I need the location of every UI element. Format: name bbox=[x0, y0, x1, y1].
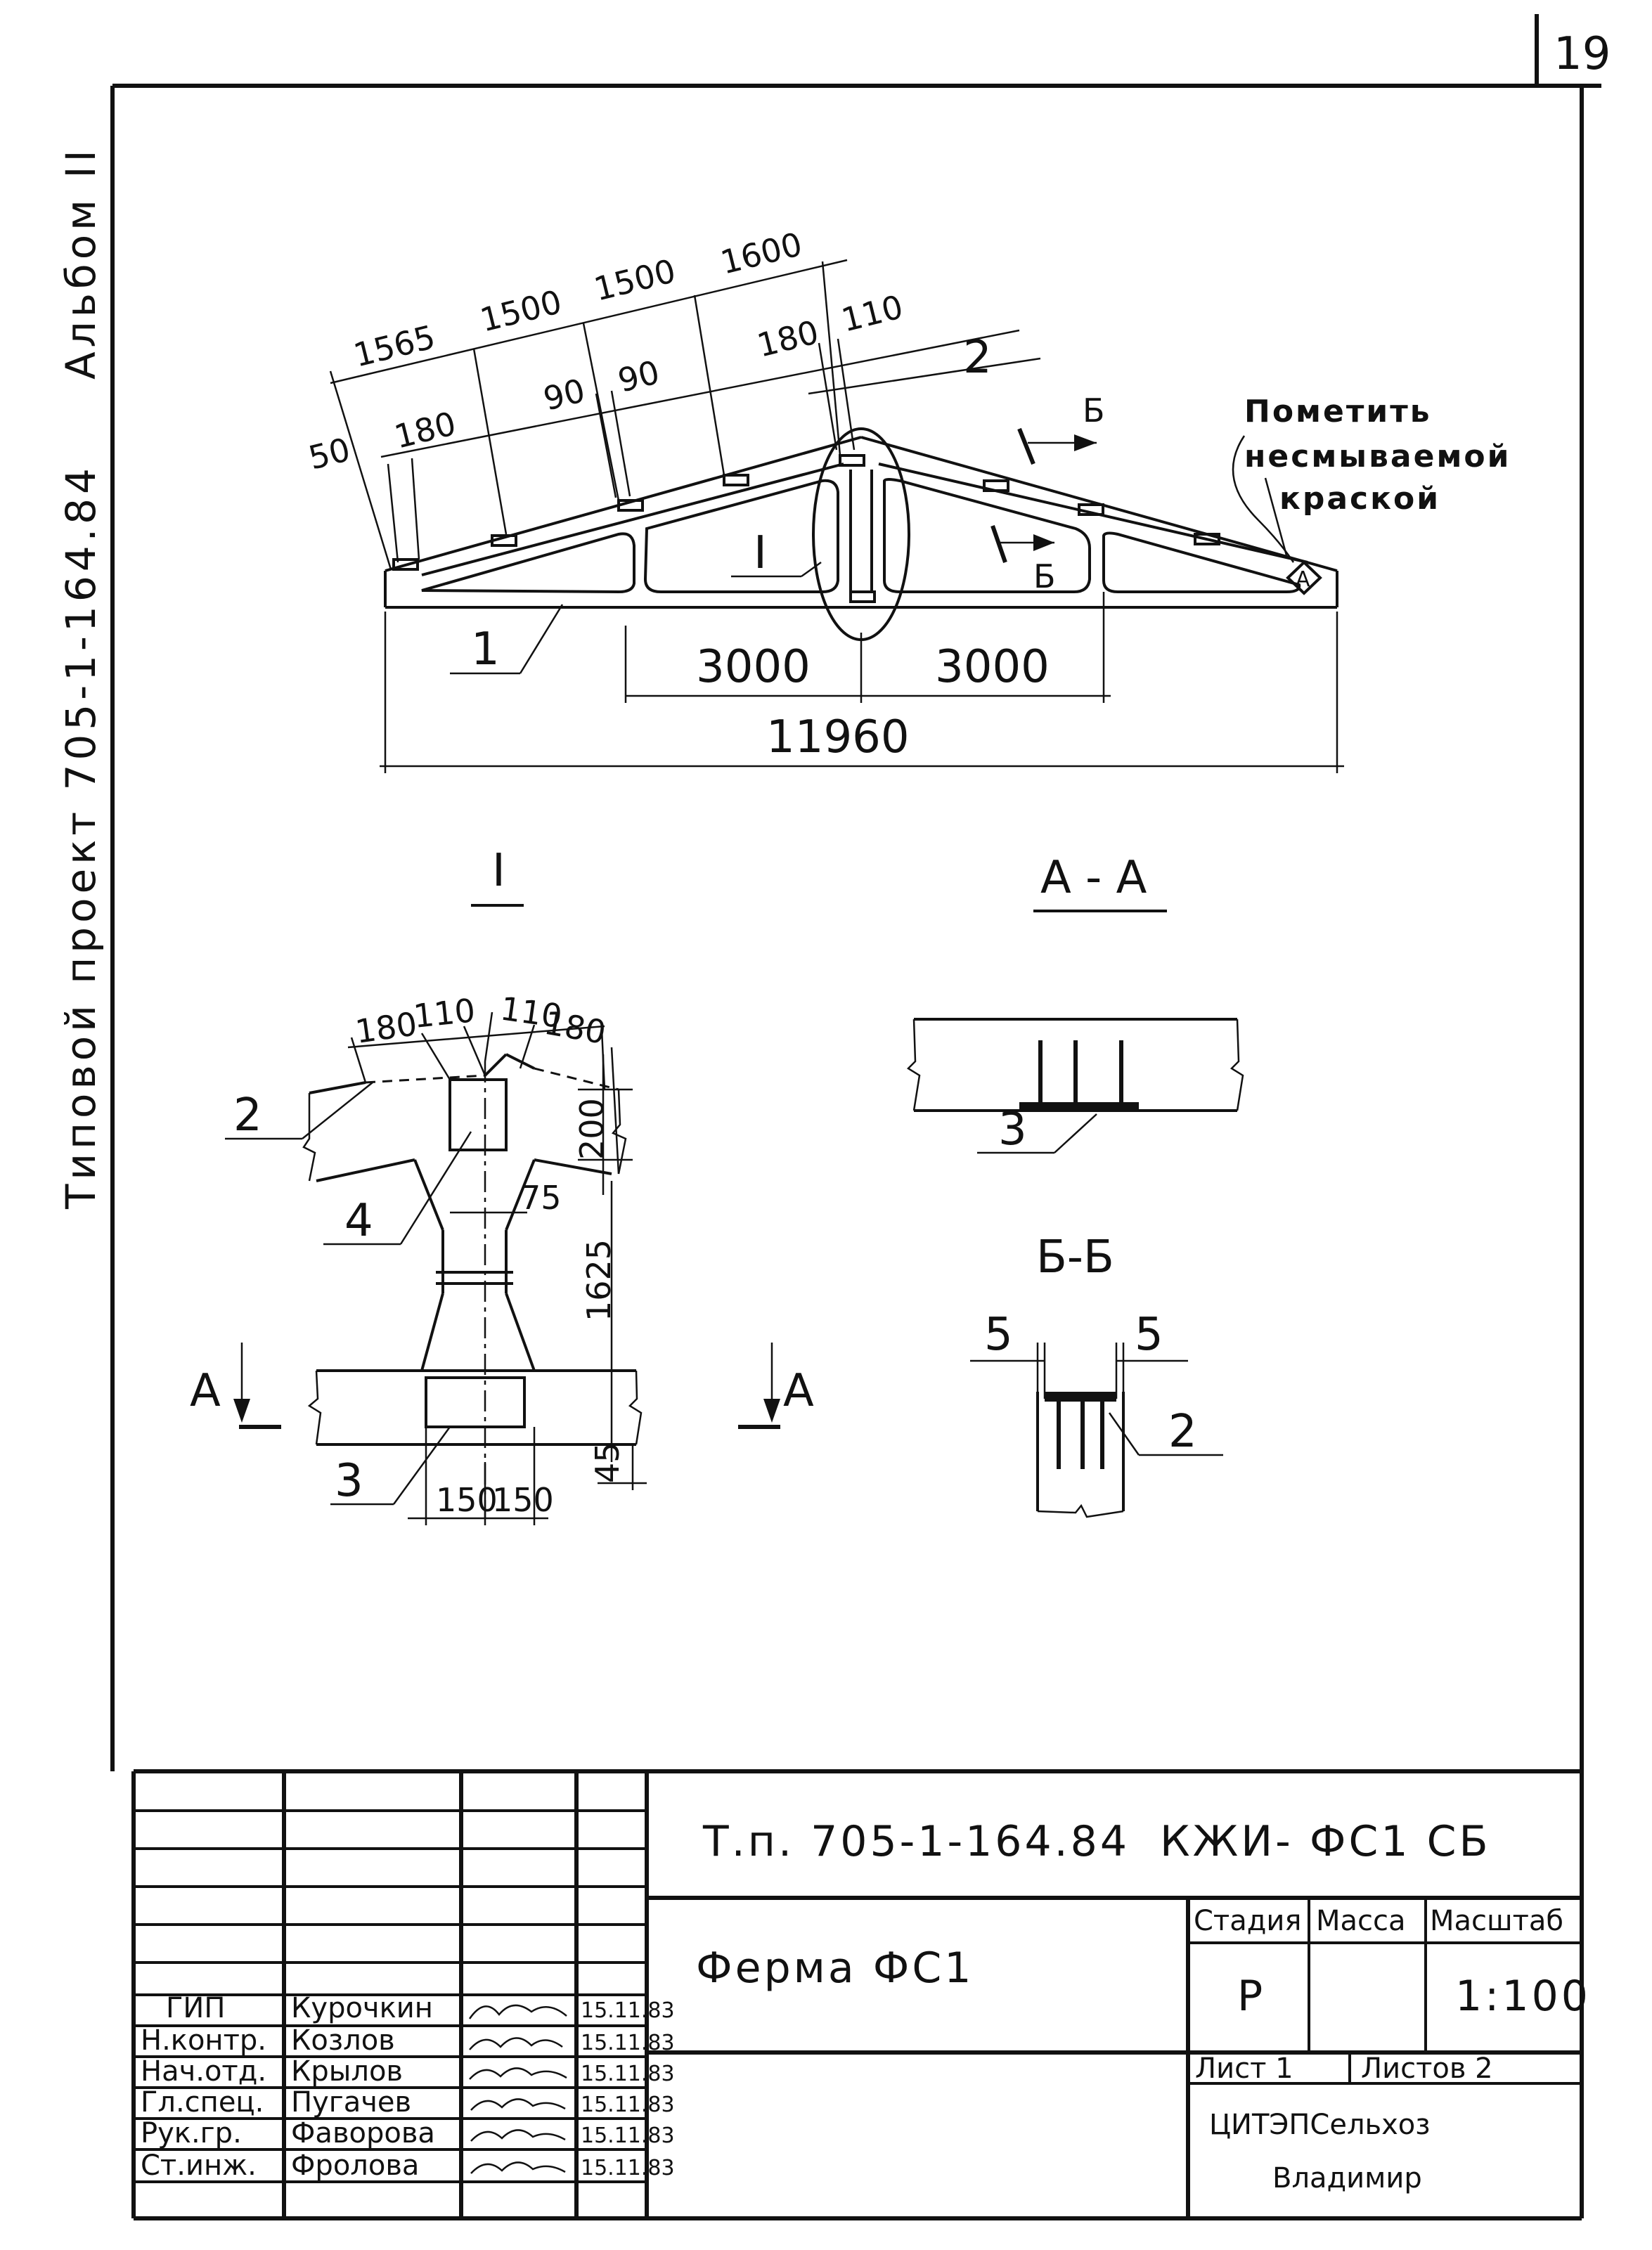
dim-3000-b: 3000 bbox=[935, 641, 1050, 693]
detail-I-dimensions bbox=[347, 1011, 647, 1525]
section-bb-title: Б-Б bbox=[1036, 1231, 1114, 1284]
staff-role: Гл.спец. bbox=[141, 2086, 264, 2119]
cut-arrows-A bbox=[233, 1343, 780, 1429]
detail-callout-3: 3 bbox=[335, 1455, 363, 1507]
paint-note-line3: краской bbox=[1279, 481, 1440, 517]
col-header-mass: Масса bbox=[1316, 1905, 1406, 1937]
truss-top-dimensions bbox=[329, 259, 1020, 570]
detail-dim-75: 75 bbox=[520, 1179, 562, 1217]
doc-mark: КЖИ- ФС1 СБ bbox=[1160, 1817, 1491, 1866]
dim-3000-a: 3000 bbox=[696, 641, 811, 693]
section-mark-b-mid bbox=[990, 525, 1054, 563]
sheet-number: 19 bbox=[1554, 28, 1611, 80]
dim-1565: 1565 bbox=[350, 318, 439, 375]
detail-callout-4: 4 bbox=[344, 1195, 373, 1247]
dim-11960: 11960 bbox=[766, 711, 910, 763]
staff-role: Н.контр. bbox=[141, 2024, 266, 2057]
diamond-marker-label: А bbox=[1296, 567, 1310, 592]
detail-dim-150-b: 150 bbox=[492, 1481, 554, 1519]
staff-role: Ст.инж. bbox=[141, 2149, 257, 2182]
signature bbox=[470, 2161, 566, 2174]
dim-50: 50 bbox=[305, 430, 354, 477]
org-line2: Владимир bbox=[1272, 2162, 1422, 2194]
col-header-scale: Масштаб bbox=[1430, 1905, 1563, 1937]
staff-date: 15.11.83 bbox=[581, 2093, 675, 2117]
dim-110: 110 bbox=[838, 287, 907, 340]
detail-dim-200: 200 bbox=[573, 1098, 611, 1160]
paint-note-line2: несмываемой bbox=[1244, 439, 1511, 474]
dim-90-a: 90 bbox=[540, 371, 589, 418]
dim-1500-b: 1500 bbox=[591, 252, 680, 309]
staff-role: ГИП bbox=[166, 1992, 225, 2024]
section-aa-callout-3: 3 bbox=[998, 1104, 1027, 1156]
section-bb-callout-2: 2 bbox=[1168, 1406, 1197, 1458]
dim-180-left: 180 bbox=[391, 404, 460, 456]
staff-role: Рук.гр. bbox=[141, 2117, 242, 2149]
staff-date: 15.11.83 bbox=[581, 2123, 675, 2148]
detail-dim-180-a: 180 bbox=[353, 1004, 419, 1051]
signature bbox=[469, 2067, 567, 2080]
org-line1: ЦИТЭПСельхоз bbox=[1209, 2109, 1431, 2141]
detail-I-title: I bbox=[492, 845, 505, 897]
detail-dim-45: 45 bbox=[588, 1442, 626, 1483]
drawing-name: Ферма ФС1 bbox=[696, 1944, 974, 1993]
detail-dim-110-a: 110 bbox=[412, 991, 477, 1035]
staff-date: 15.11.83 bbox=[581, 1998, 675, 2023]
callout-I: I bbox=[754, 527, 767, 579]
section-aa-drawing bbox=[907, 1018, 1244, 1154]
scale-value: 1:100 bbox=[1455, 1972, 1591, 2021]
detail-dim-180-b: 180 bbox=[541, 1004, 609, 1052]
callout-1: 1 bbox=[471, 623, 500, 675]
staff-date: 15.11.83 bbox=[581, 2031, 675, 2055]
stage-value: Р bbox=[1237, 1972, 1265, 2021]
detail-callout-2: 2 bbox=[233, 1090, 262, 1142]
paint-note-line1: Пометить bbox=[1244, 394, 1432, 429]
staff-table: ГИП Курочкин 15.11.83 Н.контр. Козлов 15… bbox=[141, 1992, 675, 2182]
staff-role: Нач.отд. bbox=[141, 2055, 266, 2088]
detail-I-callout-leaders bbox=[225, 1082, 472, 1506]
staff-name: Фролова bbox=[291, 2149, 419, 2182]
section-mark-b-mid-label: Б bbox=[1033, 557, 1056, 595]
signature bbox=[468, 2004, 567, 2019]
detail-dim-150-a: 150 bbox=[436, 1481, 498, 1519]
staff-name: Пугачев bbox=[291, 2086, 411, 2119]
side-label-album: Альбом II bbox=[57, 146, 105, 380]
section-bb-drawing bbox=[970, 1343, 1223, 1518]
callout-2: 2 bbox=[963, 332, 992, 384]
truss-callout-leaders bbox=[450, 357, 1288, 675]
paint-note-leader bbox=[1232, 435, 1295, 563]
cut-mark-a-right: А bbox=[783, 1365, 814, 1417]
detail-dim-1625: 1625 bbox=[580, 1239, 618, 1321]
signature bbox=[470, 2129, 566, 2142]
staff-date: 15.11.83 bbox=[581, 2062, 675, 2086]
sheets-label: Листов 2 bbox=[1361, 2052, 1493, 2085]
staff-name: Козлов bbox=[291, 2024, 395, 2057]
detail-dim-110-b: 110 bbox=[498, 989, 564, 1035]
staff-name: Фаворова bbox=[291, 2117, 435, 2149]
sheet-label: Лист 1 bbox=[1195, 2052, 1293, 2085]
section-bb-dim-5-b: 5 bbox=[1135, 1309, 1163, 1361]
section-aa-title: А - А bbox=[1040, 852, 1147, 904]
staff-name: Курочкин bbox=[291, 1992, 433, 2024]
signature bbox=[470, 2098, 566, 2111]
dim-90-b: 90 bbox=[614, 353, 664, 400]
col-header-stage: Стадия bbox=[1194, 1905, 1301, 1937]
title-block-grid bbox=[134, 1771, 1582, 2218]
side-label-project: Типовой проект 705-1-164.84 bbox=[57, 464, 105, 1210]
section-bb-dim-5-a: 5 bbox=[984, 1309, 1013, 1361]
doc-code: Т.п. 705-1-164.84 bbox=[702, 1817, 1130, 1866]
section-mark-b-top-label: Б bbox=[1083, 392, 1105, 429]
dim-180-right: 180 bbox=[754, 313, 822, 365]
truss-elevation bbox=[384, 427, 1338, 641]
cut-mark-a-left: А bbox=[190, 1365, 221, 1417]
truss-bottom-dimensions bbox=[380, 592, 1344, 773]
staff-name: Крылов bbox=[291, 2055, 403, 2088]
detail-I-drawing bbox=[302, 1053, 643, 1518]
section-mark-b-top bbox=[1017, 427, 1097, 465]
signature bbox=[469, 2037, 563, 2050]
staff-date: 15.11.83 bbox=[581, 2156, 675, 2180]
